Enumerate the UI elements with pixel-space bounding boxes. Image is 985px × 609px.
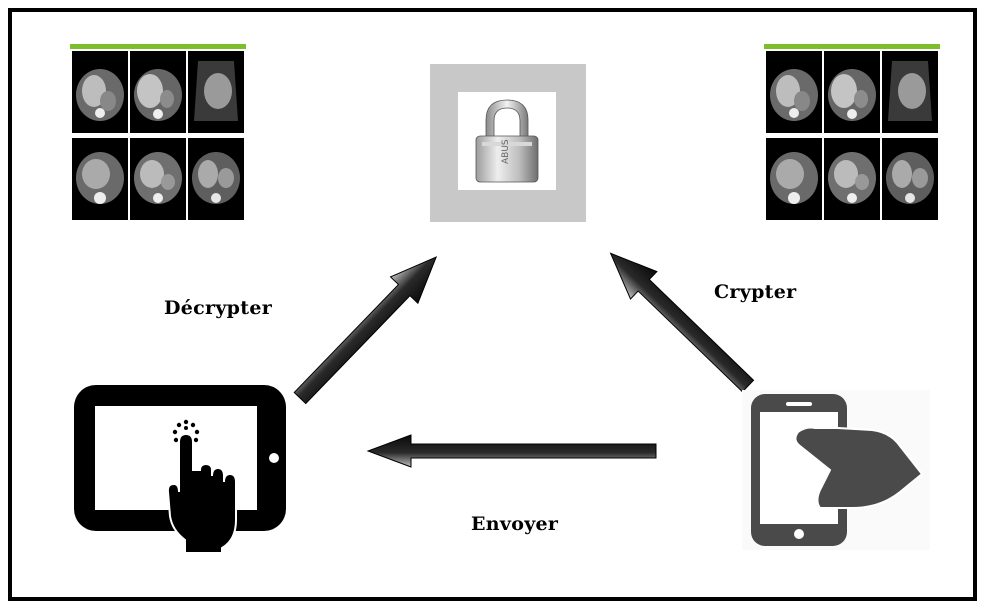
ct-scan-image — [130, 138, 186, 220]
ct-scan-image — [766, 138, 822, 220]
ct-scan-image — [130, 51, 186, 133]
ultrasound-image — [882, 51, 938, 133]
encrypt-arrow — [609, 252, 755, 393]
ct-scan-image — [824, 138, 880, 220]
scan-grid-bar — [70, 44, 246, 49]
padlock-icon: ABUS — [458, 92, 556, 190]
ct-scan-image — [824, 51, 880, 133]
decrypt-arrow — [293, 256, 438, 405]
lock-panel: ABUS — [430, 64, 586, 222]
encrypt-label: Crypter — [714, 281, 797, 303]
send-label: Envoyer — [471, 513, 559, 535]
ct-scan-image — [188, 138, 244, 220]
send-arrow — [366, 434, 657, 468]
decrypt-label: Décrypter — [164, 297, 273, 319]
ct-scan-image — [72, 51, 128, 133]
ct-scan-image — [72, 138, 128, 220]
ultrasound-image — [188, 51, 244, 133]
scan-grid-right — [764, 44, 940, 222]
svg-text:ABUS: ABUS — [501, 139, 511, 164]
scan-grid-left — [70, 44, 246, 222]
ct-scan-image — [766, 51, 822, 133]
scan-grid-bar — [764, 44, 940, 49]
ct-scan-image — [882, 138, 938, 220]
